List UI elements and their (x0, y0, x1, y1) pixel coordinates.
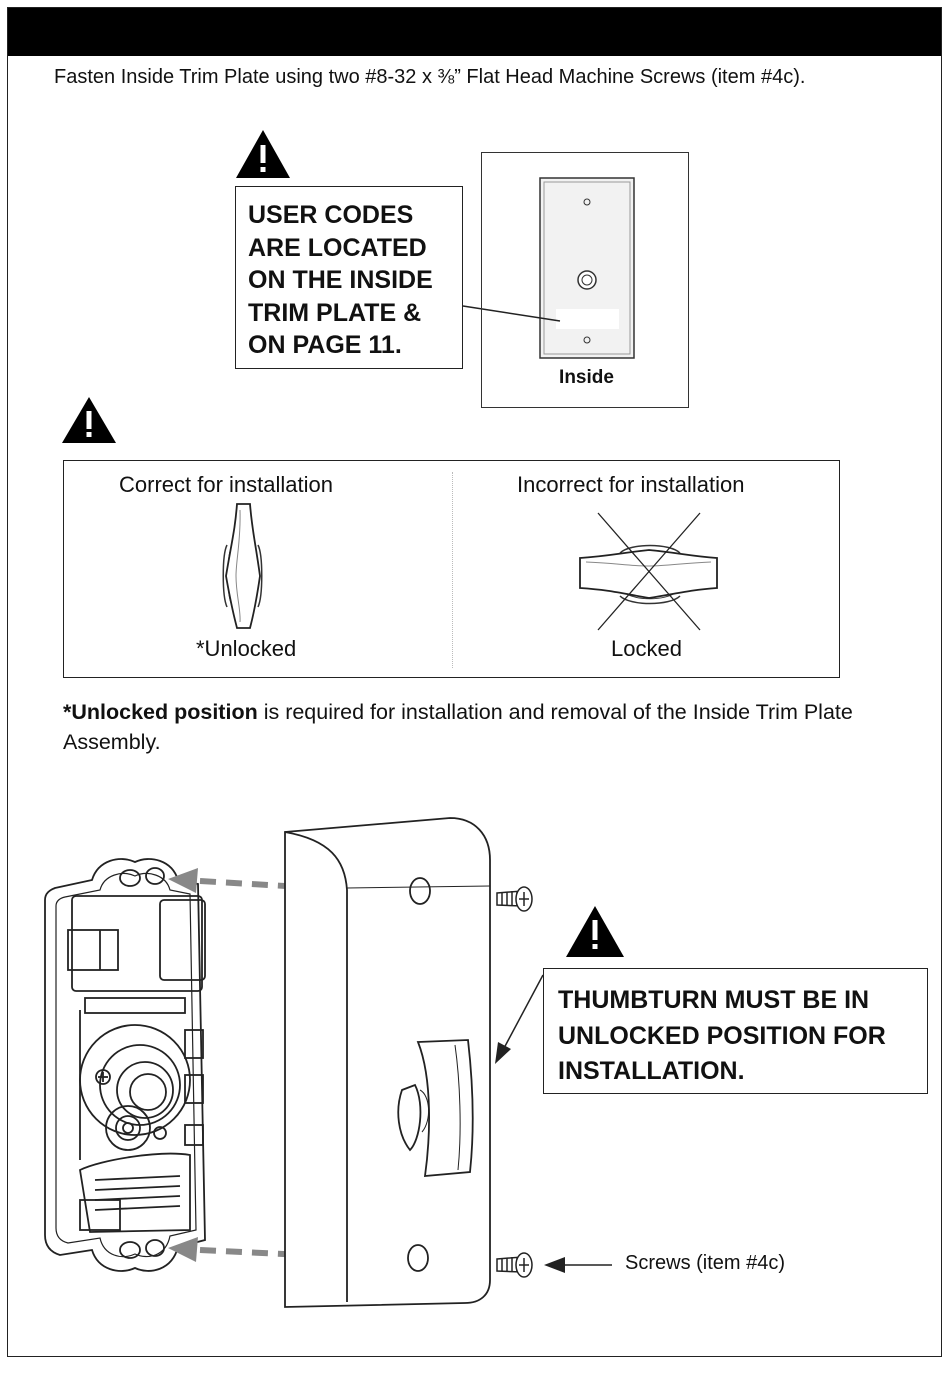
arrow-icon (544, 1257, 612, 1273)
arrow-icon (495, 974, 544, 1064)
incorrect-caption: Locked (611, 636, 682, 661)
intro-text: Fasten Inside Trim Plate using two #8-32… (54, 66, 806, 88)
header-bar (7, 7, 942, 56)
inside-label: Inside (559, 367, 614, 388)
user-codes-warning: USER CODES ARE LOCATED ON THE INSIDE TRI… (235, 186, 463, 369)
thumbturn-warning: THUMBTURN MUST BE IN UNLOCKED POSITION F… (543, 968, 928, 1094)
screw-icon (496, 1252, 533, 1278)
warning-triangle-icon (566, 906, 624, 957)
trim-plate-assembly-drawing (44, 858, 206, 1272)
note-rest: is required for installation and removal… (63, 700, 853, 754)
warning-line: USER CODES (248, 201, 414, 229)
screws-label: Screws (item #4c) (625, 1252, 786, 1274)
page-frame (7, 7, 942, 1357)
inside-trim-plate-drawing (539, 177, 635, 359)
correct-caption: *Unlocked (196, 636, 297, 661)
unlocked-note: *Unlocked position is required for insta… (63, 697, 863, 757)
comparison-divider (452, 472, 453, 668)
inside-cover-plate-drawing (284, 817, 491, 1308)
warning-line: ON THE INSIDE (248, 266, 433, 294)
warning-triangle-icon (236, 130, 290, 178)
warning-line: UNLOCKED POSITION FOR (558, 1021, 886, 1050)
correct-title: Correct for installation (119, 472, 333, 497)
thumbturn-unlocked-drawing (222, 503, 263, 629)
screw-icon (496, 886, 533, 912)
inside-plate-panel (481, 152, 689, 408)
warning-line: ARE LOCATED (248, 233, 427, 262)
warning-line: INSTALLATION. (558, 1057, 745, 1085)
note-bold: *Unlocked position (63, 700, 258, 724)
thumbturn-locked-drawing (579, 512, 718, 631)
thumbturn-comparison-box (63, 460, 840, 678)
warning-triangle-icon (62, 397, 116, 443)
warning-line: THUMBTURN MUST BE IN (558, 986, 870, 1014)
incorrect-title: Incorrect for installation (517, 472, 745, 497)
warning-line: TRIM PLATE & (248, 298, 422, 327)
warning-line: ON PAGE 11. (248, 331, 402, 359)
